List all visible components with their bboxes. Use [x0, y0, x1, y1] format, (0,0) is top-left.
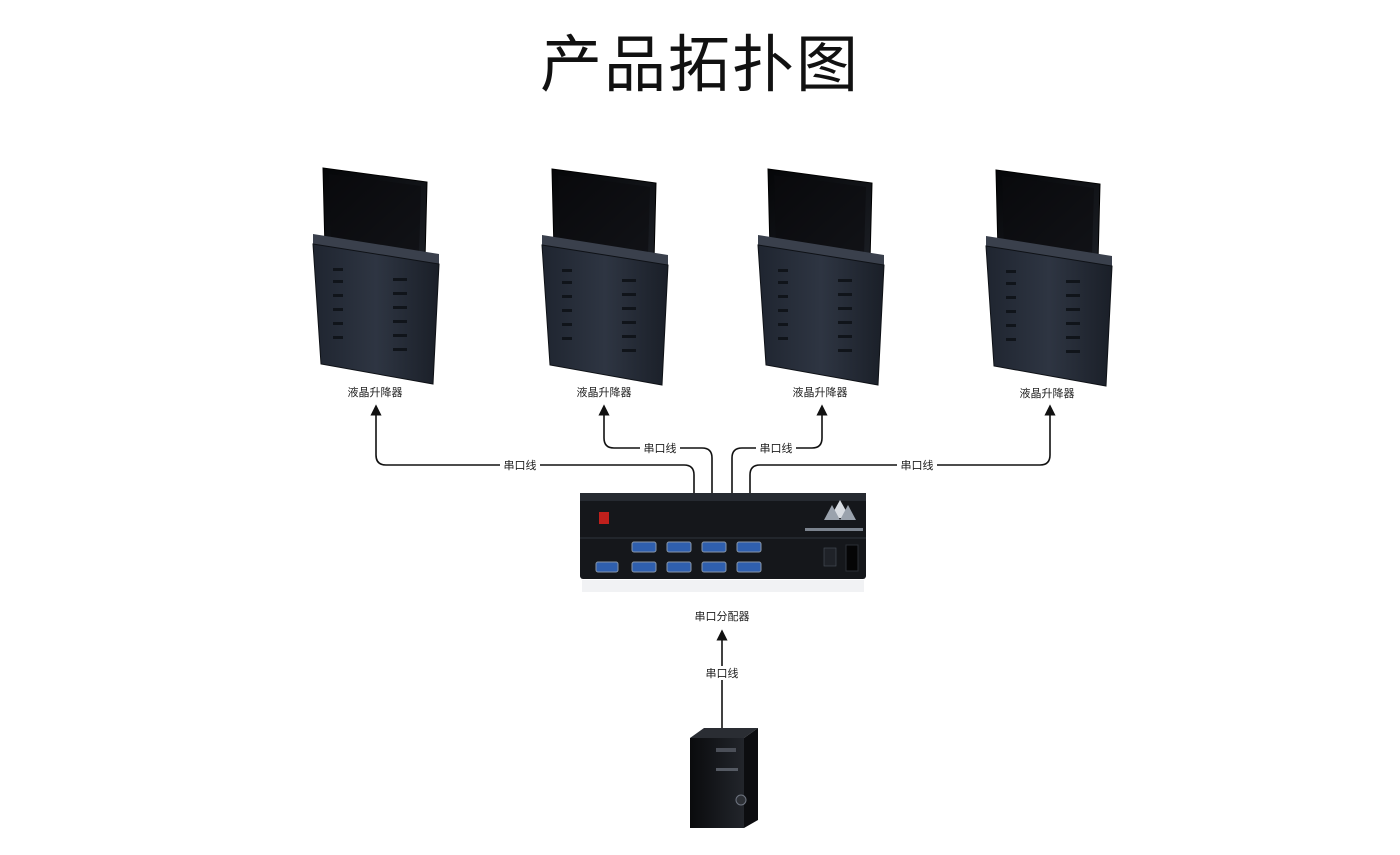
power-switch-icon	[599, 512, 609, 524]
cable-label-1: 串口线	[504, 458, 537, 472]
pc-tower	[690, 728, 758, 828]
cable-label-pc: 串口线	[706, 666, 739, 680]
cable-label-4: 串口线	[901, 458, 934, 472]
page-title: 产品拓扑图	[539, 28, 860, 101]
port-row-top	[631, 541, 762, 553]
port-row-bottom	[595, 561, 762, 573]
lift-label-1: 液晶升降器	[348, 385, 403, 399]
serial-splitter	[580, 493, 866, 579]
lcd-lift-1	[312, 167, 440, 385]
splitter-label: 串口分配器	[695, 610, 750, 623]
lcd-lift-2	[541, 168, 669, 386]
lcd-lift-4	[985, 169, 1113, 387]
power-button-icon	[735, 794, 747, 806]
lift-label-3: 液晶升降器	[793, 385, 848, 399]
lift-label-4: 液晶升降器	[1020, 386, 1075, 400]
cable-label-2: 串口线	[644, 441, 677, 455]
lcd-lift-3	[757, 168, 885, 386]
power-socket-icon	[845, 544, 859, 572]
cable-label-3: 串口线	[760, 441, 793, 455]
lift-label-2: 液晶升降器	[577, 385, 632, 399]
